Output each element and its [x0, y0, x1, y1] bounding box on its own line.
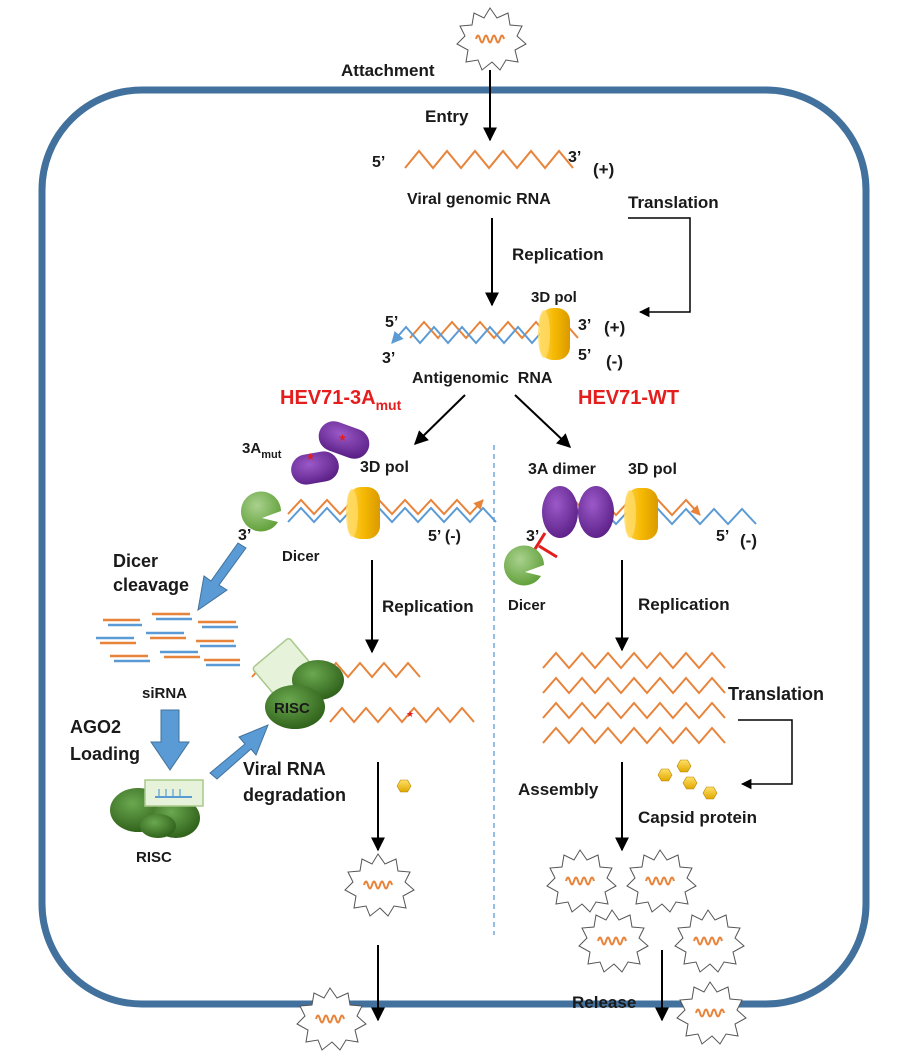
dicer-icon	[504, 545, 544, 586]
ago2-label-2: Loading	[70, 744, 140, 764]
wt-minus-label: (-)	[740, 531, 757, 550]
replicated-rna-strands	[542, 651, 726, 745]
branch-arrow-mutant	[414, 394, 466, 445]
virion-icon	[676, 981, 747, 1045]
dicer-label-mutant: Dicer	[282, 548, 320, 565]
virion-icon	[344, 853, 415, 917]
anti-minus-label: (-)	[606, 352, 623, 371]
ago2-label-1: AGO2	[70, 717, 121, 737]
viral-rna-degradation-label-1: Viral RNA	[243, 759, 326, 779]
wt-strain-label: HEV71-WT	[578, 387, 679, 409]
mutant-5prime-minus-label: 5’ (-)	[428, 528, 461, 545]
wt-3prime-label: 3’	[526, 528, 539, 545]
polymerase-icon	[346, 487, 380, 539]
anti-3prime-right-label: 3’	[578, 317, 591, 334]
viral-genomic-rna-label: Viral genomic RNA	[407, 191, 551, 208]
dicer-cleavage-arrow	[197, 542, 247, 612]
capsid-icon	[657, 768, 673, 782]
svg-text:★: ★	[306, 452, 315, 463]
cell-membrane	[38, 86, 870, 1008]
virion-icon	[546, 849, 617, 913]
sirna-label: siRNA	[142, 685, 187, 702]
genomic-rna-strand	[404, 149, 574, 170]
virion-icon	[674, 909, 745, 973]
dicer-cleavage-label-1: Dicer	[113, 551, 158, 571]
genomic-5prime-label: 5’	[372, 154, 385, 171]
risc-label-bottom: RISC	[136, 849, 172, 866]
polymerase-icon	[538, 308, 570, 360]
replication-label-wt: Replication	[638, 595, 730, 614]
svg-text:★: ★	[338, 433, 347, 444]
capsid-icon	[702, 786, 718, 800]
antigenomic-rna-label: Antigenomic RNA	[412, 370, 553, 387]
capsid-icon	[676, 759, 692, 773]
capsid-icon	[396, 779, 412, 793]
mutant-3prime-label: 3’	[238, 527, 251, 544]
a3-mut-label: 3Amut	[242, 440, 282, 461]
protein-3a-icon	[542, 486, 614, 538]
mutant-plus-strand	[287, 498, 484, 516]
polymerase-icon	[624, 488, 658, 540]
protein-3a-icon: ★ ★	[291, 421, 370, 485]
dicer-cleavage-label-2: cleavage	[113, 575, 189, 595]
capsid-icon	[682, 776, 698, 790]
ago2-loading-arrow	[150, 709, 190, 771]
anti-5prime-right-label: 5’	[578, 347, 591, 364]
degraded-rna-strand-2	[329, 706, 475, 724]
pol-label-mutant: 3D pol	[360, 459, 409, 476]
release-label: Release	[572, 993, 636, 1012]
genomic-plus-label: (+)	[593, 160, 614, 179]
translation-label-top: Translation	[628, 193, 719, 212]
risc-icon	[252, 637, 344, 729]
virion-icon	[456, 7, 527, 71]
attachment-label: Attachment	[341, 61, 435, 80]
virion-icon	[626, 849, 697, 913]
risc-binding-arrow	[209, 724, 269, 780]
translation-label-bottom: Translation	[728, 684, 824, 704]
replication-label-1: Replication	[512, 245, 604, 264]
pol-label-wt: 3D pol	[628, 461, 677, 478]
translation-arrow-bottom	[738, 719, 793, 790]
risc-icon	[110, 779, 204, 838]
anti-plus-label: (+)	[604, 318, 625, 337]
virion-icon	[296, 987, 367, 1051]
anti-5prime-label: 5’	[385, 314, 398, 331]
pol-label-1: 3D pol	[531, 289, 577, 306]
viral-rna-degradation-label-2: degradation	[243, 785, 346, 805]
risc-label-top: RISC	[274, 700, 310, 717]
sirna-fragments	[96, 612, 240, 667]
cleavage-mark-icon: ★	[406, 710, 414, 720]
translation-arrow-top	[628, 217, 691, 318]
assembly-label: Assembly	[518, 780, 599, 799]
virion-icon	[578, 909, 649, 973]
replication-label-mutant: Replication	[382, 597, 474, 616]
dicer-icon	[241, 491, 281, 532]
capsid-protein-label: Capsid protein	[638, 808, 757, 827]
mutant-strain-label: HEV71-3Amut	[280, 387, 402, 413]
genomic-3prime-label: 3’	[568, 149, 581, 166]
wt-5prime-label: 5’	[716, 528, 729, 545]
antigenomic-minus-strand	[391, 325, 561, 345]
a3-dimer-label: 3A dimer	[528, 461, 596, 478]
entry-label: Entry	[425, 107, 469, 126]
anti-3prime-label: 3’	[382, 350, 395, 367]
mutant-minus-strand	[287, 506, 497, 524]
branch-arrow-wt	[514, 394, 572, 448]
dicer-label-wt: Dicer	[508, 597, 546, 614]
